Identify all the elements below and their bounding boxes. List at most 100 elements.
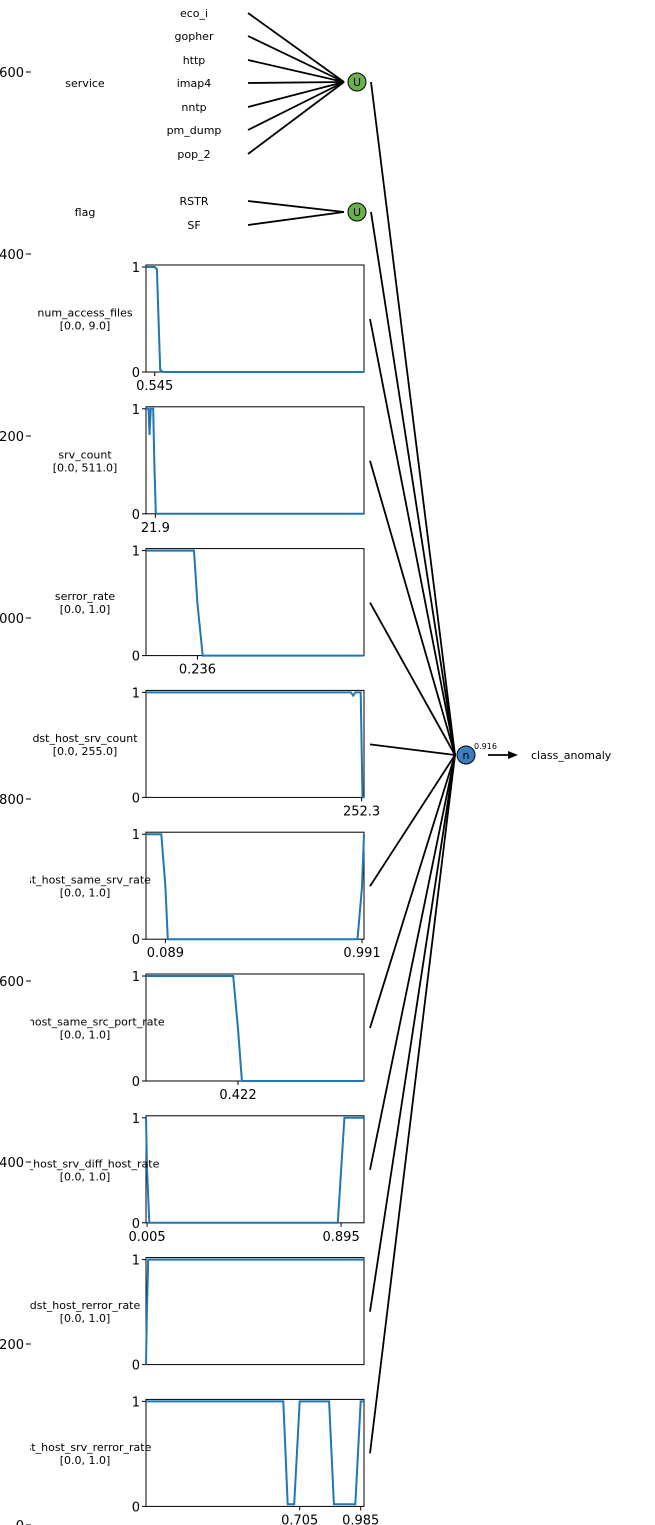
fan-in-edge xyxy=(370,81,456,756)
group-item-label: pop_2 xyxy=(177,148,210,161)
plot-ytick-label: 0 xyxy=(132,791,140,806)
membership-curve xyxy=(145,1116,364,1224)
membership-curve xyxy=(146,833,365,941)
feature-range: [0.0, 1.0] xyxy=(60,1170,111,1183)
fan-in-edge xyxy=(370,211,456,756)
feature-name: dst_host_srv_rerror_rate xyxy=(19,1441,152,1454)
plot-frame xyxy=(145,689,365,798)
plot-ytick-label: 1 xyxy=(132,545,140,560)
left-clip-mask xyxy=(0,0,30,1525)
group-edge xyxy=(247,81,345,84)
group-edge xyxy=(247,35,345,83)
group-label: flag xyxy=(75,206,96,219)
group-edge xyxy=(247,59,345,83)
feature-range: [0.0, 1.0] xyxy=(60,1029,111,1042)
group-item-label: http xyxy=(183,54,206,67)
membership-curve xyxy=(146,975,364,1082)
plot-ytick-label: 0 xyxy=(132,1217,140,1232)
intersection-node-symbol: n xyxy=(463,749,470,762)
plot-ytick-label: 0 xyxy=(132,650,140,665)
group-item-label: pm_dump xyxy=(167,124,222,137)
membership-curve xyxy=(146,1400,364,1506)
plot-ytick-label: 1 xyxy=(132,261,140,276)
feature-range: [0.0, 1.0] xyxy=(60,1454,111,1467)
fan-in-edge xyxy=(369,602,456,756)
feature-name: dst_host_rerror_rate xyxy=(30,1299,141,1312)
threshold-label: 0.236 xyxy=(179,663,216,678)
group-service: serviceeco_igopherhttpimap4nntppm_dumppo… xyxy=(65,7,367,161)
axis-tick-label: 000 xyxy=(0,612,24,627)
plot-ytick-label: 0 xyxy=(132,366,140,381)
axis-tick-label: 400 xyxy=(0,248,24,263)
feature-range: [0.0, 255.0] xyxy=(53,745,118,758)
fan-in-edge xyxy=(369,460,456,756)
union-node xyxy=(347,72,367,92)
union-node xyxy=(347,202,367,222)
axis-tick-label: 200 xyxy=(0,1338,24,1353)
axis-tick-label: 200 xyxy=(0,430,24,445)
group-edge xyxy=(247,81,345,131)
plot-frame xyxy=(145,1257,365,1366)
feature-name: dst_host_srv_count xyxy=(32,732,138,745)
plot-ytick-label: 1 xyxy=(132,403,140,418)
feature-plot-dst_host_srv_rerror_rate: 1 0 0.705 0.985 dst_host_srv_rerror_rate[0.0… xyxy=(19,1395,380,1525)
plot-frame xyxy=(145,406,365,515)
plot-frame xyxy=(145,1115,365,1224)
threshold-label: 0.089 xyxy=(147,946,184,961)
plot-ytick-label: 0 xyxy=(132,1359,140,1374)
plot-ytick-label: 1 xyxy=(132,686,140,701)
feature-plot-dst_host_srv_count: 1 0 252.3 dst_host_srv_count[0.0, 255.0] xyxy=(32,686,380,819)
feature-name: dst_host_same_src_port_rate xyxy=(5,1016,164,1029)
threshold-label: 0.705 xyxy=(281,1513,318,1525)
intersection-node xyxy=(456,745,476,765)
feature-plot-dst_host_srv_diff_host_rate: 1 00.005 0.895 dst_host_srv_diff_host_rate[… xyxy=(11,1112,365,1245)
group-item-label: RSTR xyxy=(180,195,209,208)
plot-ytick-label: 1 xyxy=(132,1112,140,1127)
threshold-label: 0.895 xyxy=(323,1230,360,1245)
feature-name: srv_count xyxy=(58,448,112,461)
threshold-label: 0.985 xyxy=(342,1513,379,1525)
feature-name: dst_host_srv_diff_host_rate xyxy=(11,1157,160,1170)
output-score: 0.916 xyxy=(474,742,497,751)
fan-in-edge xyxy=(369,754,456,1454)
axis-tick-label: 600 xyxy=(0,66,24,81)
fan-in-edge xyxy=(369,754,456,1170)
plot-ytick-label: 1 xyxy=(132,1254,140,1269)
axis-tick-label: 0 xyxy=(16,1519,24,1525)
plot-ytick-label: 0 xyxy=(132,508,140,523)
fan-in-edge xyxy=(369,743,456,756)
feature-plot-dst_host_same_src_port_rate: 100.422dst_host_same_src_port_rate[0.0, … xyxy=(5,970,365,1103)
fan-in-edge xyxy=(369,754,456,1312)
feature-range: [0.0, 1.0] xyxy=(60,603,111,616)
group-item-label: nntp xyxy=(181,101,206,114)
axis-tick-label: 400 xyxy=(0,1156,24,1171)
axis-tick-label: 600 xyxy=(0,975,24,990)
threshold-label: 0.005 xyxy=(128,1230,165,1245)
plot-frame xyxy=(145,264,365,373)
plot-ytick-label: 1 xyxy=(132,828,140,843)
feature-name: serror_rate xyxy=(55,590,115,603)
group-edge xyxy=(247,81,345,155)
union-node-symbol: U xyxy=(353,76,361,89)
feature-range: [0.0, 1.0] xyxy=(60,887,111,900)
threshold-label: 21.9 xyxy=(141,521,170,536)
feature-range: [0.0, 9.0] xyxy=(60,320,111,333)
plot-ytick-label: 1 xyxy=(132,970,140,985)
threshold-label: 0.422 xyxy=(219,1088,256,1103)
plot-ytick-label: 1 xyxy=(132,1395,140,1410)
group-item-label: eco_i xyxy=(180,7,208,20)
fan-in-edge xyxy=(369,754,456,887)
feature-name: dst_host_same_srv_rate xyxy=(19,874,151,887)
membership-curve xyxy=(146,407,364,515)
fan-in-edge xyxy=(369,318,456,756)
group-item-label: imap4 xyxy=(177,77,212,90)
plot-frame xyxy=(145,831,365,940)
threshold-label: 252.3 xyxy=(343,804,380,819)
plot-ytick-label: 0 xyxy=(132,933,140,948)
plot-frame xyxy=(145,548,365,657)
